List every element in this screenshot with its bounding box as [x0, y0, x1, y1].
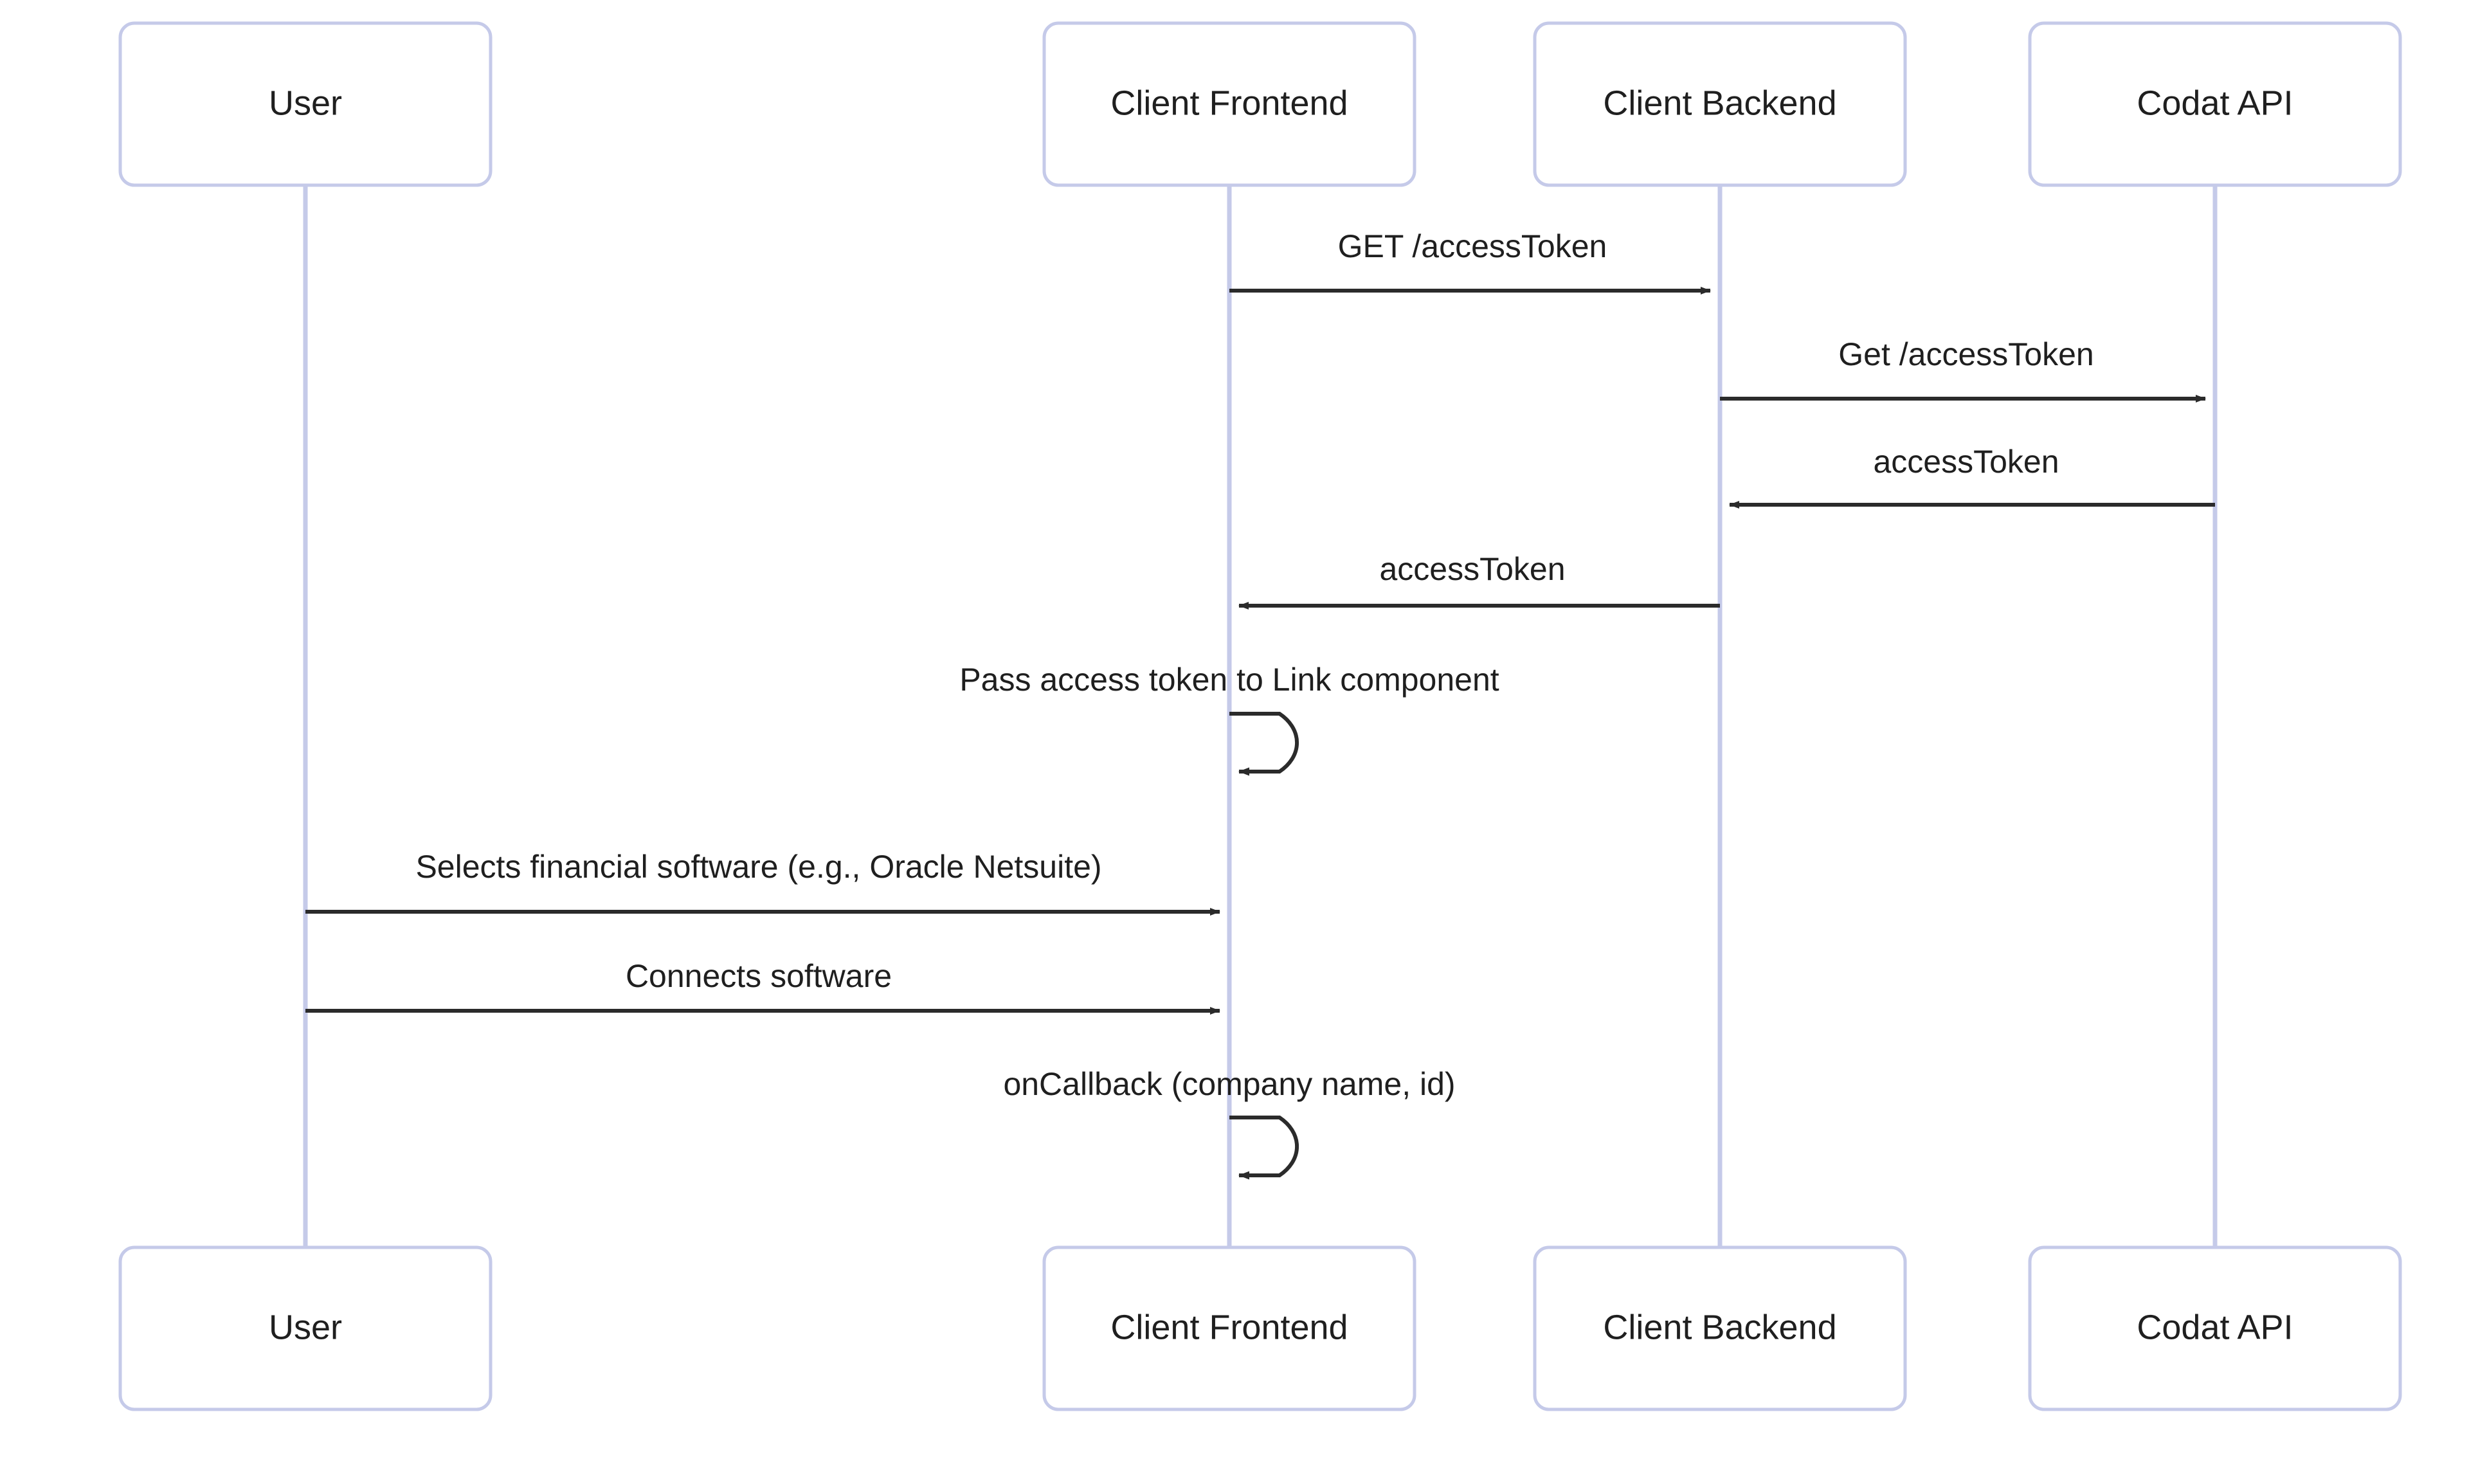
actor-label-user-top: User	[269, 84, 342, 122]
actor-box-client-backend-bottom[interactable]: Client Backend	[1533, 1245, 1907, 1411]
message-label: accessToken	[1379, 551, 1565, 587]
message-label: onCallback (company name, id)	[1003, 1066, 1455, 1102]
actor-label-user-bottom: User	[269, 1308, 342, 1346]
message-access-token-api-to-backend[interactable]: accessToken	[1729, 444, 2215, 509]
message-access-token-backend-to-frontend[interactable]: accessToken	[1238, 551, 1720, 610]
actor-label-client-backend-top: Client Backend	[1603, 84, 1836, 122]
message-label: Pass access token to Link component	[959, 662, 1499, 698]
message-oncallback-self-loop[interactable]: onCallback (company name, id)	[1003, 1066, 1456, 1180]
message-label: Selects financial software (e.g., Oracle…	[415, 849, 1101, 885]
message-pass-access-token-self-loop[interactable]: Pass access token to Link component	[959, 662, 1499, 776]
message-label: Get /accessToken	[1838, 336, 2094, 372]
actor-box-rect[interactable]	[1533, 1245, 1907, 1411]
message-label: GET /accessToken	[1338, 228, 1607, 264]
actor-box-codat-api-bottom[interactable]: Codat API	[2028, 1245, 2402, 1411]
message-self-loop-path[interactable]	[1229, 1116, 1299, 1180]
lifelines-group	[303, 185, 2218, 1249]
actor-box-rect[interactable]	[2028, 1245, 2402, 1411]
actor-label-client-frontend-top: Client Frontend	[1110, 84, 1348, 122]
actor-label-client-backend-bottom: Client Backend	[1603, 1308, 1836, 1346]
actor-box-rect[interactable]	[1042, 21, 1416, 187]
actor-box-client-frontend-top[interactable]: Client Frontend	[1042, 21, 1416, 187]
message-label: accessToken	[1873, 444, 2059, 480]
actor-box-client-backend-top[interactable]: Client Backend	[1533, 21, 1907, 187]
actor-boxes-top: User Client Frontend Client Backend Coda…	[118, 21, 2402, 187]
actor-label-client-frontend-bottom: Client Frontend	[1110, 1308, 1348, 1346]
message-connects-software[interactable]: Connects software	[305, 958, 1220, 1015]
message-self-loop-path[interactable]	[1229, 712, 1299, 776]
actor-label-codat-api-bottom: Codat API	[2137, 1308, 2293, 1346]
actor-box-user-top[interactable]: User	[118, 21, 493, 187]
actor-box-codat-api-top[interactable]: Codat API	[2028, 21, 2402, 187]
actor-box-client-frontend-bottom[interactable]: Client Frontend	[1042, 1245, 1416, 1411]
actor-label-codat-api-top: Codat API	[2137, 84, 2293, 122]
actor-boxes-bottom: User Client Frontend Client Backend Coda…	[118, 1245, 2402, 1411]
message-label: Connects software	[626, 958, 892, 994]
actor-box-rect[interactable]	[2028, 21, 2402, 187]
message-get-access-token-frontend-to-backend[interactable]: GET /accessToken	[1229, 228, 1711, 294]
actor-box-rect[interactable]	[1533, 21, 1907, 187]
message-selects-financial-software[interactable]: Selects financial software (e.g., Oracle…	[305, 849, 1220, 916]
actor-box-rect[interactable]	[1042, 1245, 1416, 1411]
actor-box-rect[interactable]	[118, 21, 493, 187]
actor-box-rect[interactable]	[118, 1245, 493, 1411]
actor-box-user-bottom[interactable]: User	[118, 1245, 493, 1411]
message-get-access-token-backend-to-api[interactable]: Get /accessToken	[1720, 336, 2206, 403]
